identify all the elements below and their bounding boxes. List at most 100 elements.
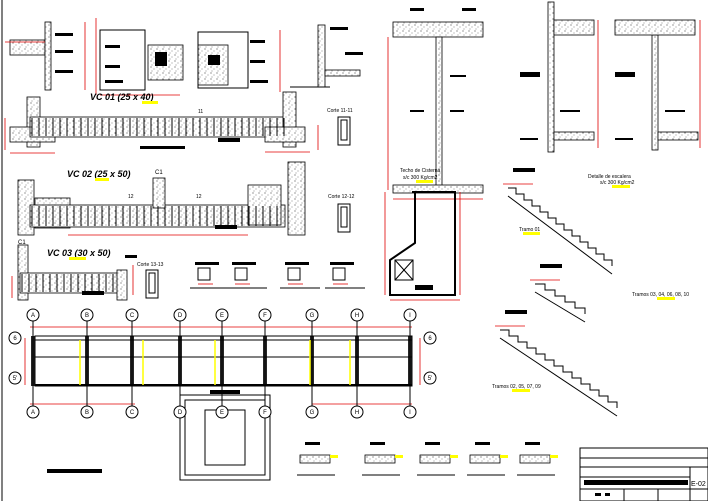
column — [263, 336, 267, 386]
cut-mark: 12 — [128, 194, 134, 200]
highlight-mark — [395, 455, 403, 458]
wall-sections — [387, 1, 701, 200]
tramo-label: Tramo 01 — [519, 227, 540, 233]
axis-label: E — [220, 410, 224, 416]
axis-label: D — [178, 410, 183, 416]
axis-bubble — [305, 405, 319, 419]
stair-tag — [513, 168, 535, 172]
detail-tag — [425, 442, 440, 445]
section-outline — [332, 267, 346, 281]
axis-label: H — [355, 313, 359, 319]
column — [178, 336, 182, 386]
stair-steps — [500, 329, 618, 408]
axis-bubble — [305, 308, 319, 322]
detail-section — [364, 454, 396, 464]
detail-section — [469, 454, 501, 464]
section-tag — [285, 262, 309, 265]
axis-label: D — [178, 313, 183, 319]
stair-steps — [535, 283, 586, 314]
highlight-mark — [69, 257, 86, 260]
axis-bubble — [8, 331, 22, 345]
axis-bubble — [26, 308, 40, 322]
highlight-mark — [657, 297, 675, 300]
highlight-mark — [612, 185, 630, 188]
column — [310, 336, 314, 386]
column — [31, 336, 35, 386]
detail-section — [299, 454, 331, 464]
axis-label: A — [31, 313, 35, 319]
detail-section — [419, 454, 451, 464]
axis-label: C — [130, 410, 135, 416]
axis-label: I — [409, 313, 411, 319]
axis-bubble — [350, 308, 364, 322]
beam-title: VC 03 (30 x 50) — [47, 248, 111, 258]
detail-tag — [475, 442, 490, 445]
axis-label: F — [263, 410, 267, 416]
beam-vc03-elevation: VC 03 (30 x 50) C1 Corte 13-13 — [11, 240, 164, 301]
axis-label: 6 — [13, 336, 17, 342]
detail-section — [519, 454, 551, 464]
stair-details: Detalle de escalera s/c 300 Kg/cm2 Tramo… — [492, 168, 689, 417]
tramo-label: Tramos 02, 05, 07, 09 — [492, 384, 541, 390]
stair-tag — [540, 264, 562, 268]
detail-tag — [305, 442, 320, 445]
section-outline — [234, 267, 248, 281]
highlight-mark — [550, 455, 558, 458]
detail-tag — [370, 442, 385, 445]
section-tag — [232, 262, 256, 265]
highlight-mark — [512, 389, 530, 392]
stair-load: s/c 300 Kg/cm2 — [600, 180, 635, 186]
stair-tag — [505, 310, 527, 314]
axis-bubble — [80, 405, 94, 419]
axis-bubble — [258, 308, 272, 322]
axis-label: F — [263, 313, 267, 319]
axis-label: B — [85, 410, 89, 416]
axis-bubble — [403, 405, 417, 419]
axis-label: G — [310, 410, 315, 416]
axis-bubble — [350, 405, 364, 419]
section-outline — [287, 267, 301, 281]
cut-mark: 12 — [196, 194, 202, 200]
axis-label: I — [409, 410, 411, 416]
stair-title: Detalle de escalera — [588, 174, 631, 180]
highlight-mark — [500, 455, 508, 458]
detail-tag — [525, 442, 540, 445]
section-label: Corte 13-13 — [137, 262, 164, 268]
axis-bubble — [125, 405, 139, 419]
cistern-title: Techo de Cisterna — [400, 168, 441, 174]
cistern-roof-plan: Techo de Cisterna s/c 300 Kg/cm2 — [384, 168, 461, 301]
highlight-mark — [142, 101, 158, 104]
cistern-load: s/c 300 Kg/cm2 — [403, 175, 438, 181]
stirrups — [21, 118, 285, 292]
axis-label: A — [31, 410, 35, 416]
footing-details — [5, 18, 363, 96]
axis-bubble — [215, 405, 229, 419]
axis-bubble — [173, 405, 187, 419]
column — [408, 336, 412, 386]
axis-label: G — [310, 313, 315, 319]
stair-slab — [499, 337, 618, 417]
axis-bubble — [403, 308, 417, 322]
axis-bubble — [173, 308, 187, 322]
section-outline — [197, 267, 211, 281]
section-tag — [330, 262, 354, 265]
stair-steps — [508, 187, 613, 266]
section-label: Corte 11-11 — [327, 108, 353, 114]
axis-label: 5' — [428, 376, 432, 382]
axis-bubble — [8, 371, 22, 385]
axis-label: C — [130, 313, 135, 319]
axis-bubble — [423, 331, 437, 345]
title-block: E-02 — [579, 447, 708, 501]
axis-bubble — [125, 308, 139, 322]
highlight-mark — [95, 178, 109, 181]
section-tag — [195, 262, 219, 265]
beam-title: VC 01 (25 x 40) — [90, 92, 154, 102]
highlight-mark — [523, 232, 540, 235]
section-label: Corte 12-12 — [328, 194, 355, 200]
axis-bubble — [423, 371, 437, 385]
axis-label: H — [355, 410, 359, 416]
column — [130, 336, 134, 386]
axis-bubble — [215, 308, 229, 322]
